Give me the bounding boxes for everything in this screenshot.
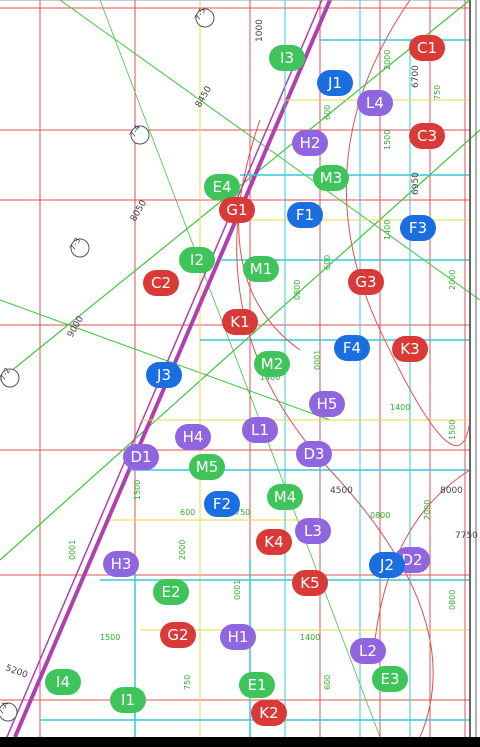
marker-g3[interactable]: G3: [348, 269, 384, 295]
marker-i3[interactable]: I3: [269, 45, 305, 71]
marker-c1[interactable]: C1: [409, 35, 445, 61]
marker-h5[interactable]: H5: [309, 391, 345, 417]
marker-h4[interactable]: H4: [175, 424, 211, 450]
drawing-number: 600: [323, 105, 332, 120]
drawing-number: 1500: [383, 130, 392, 150]
marker-k3[interactable]: K3: [392, 336, 428, 362]
marker-i4[interactable]: I4: [45, 669, 81, 695]
marker-m1[interactable]: M1: [243, 256, 279, 282]
drawing-number: 750: [235, 508, 250, 517]
drawing-number: 750: [433, 85, 442, 100]
marker-m2[interactable]: M2: [254, 351, 290, 377]
drawing-number: 2000: [178, 540, 187, 560]
marker-c3[interactable]: C3: [409, 123, 445, 149]
marker-e4[interactable]: E4: [204, 174, 240, 200]
axis-line-diagonal: [0, 129, 480, 561]
marker-k2[interactable]: K2: [251, 700, 287, 726]
marker-l1[interactable]: L1: [242, 417, 278, 443]
dimension-label: 9000: [66, 314, 86, 339]
marker-c2[interactable]: C2: [143, 270, 179, 296]
dimension-label: 8000: [440, 486, 463, 496]
axis-bubble: [195, 8, 215, 28]
marker-l2[interactable]: L2: [350, 638, 386, 664]
marker-j3[interactable]: J3: [146, 362, 182, 388]
drawing-number: 1400: [260, 373, 280, 382]
axis-line-diagonal: [99, 0, 381, 737]
marker-f3[interactable]: F3: [400, 215, 436, 241]
bottom-black-bar: [0, 737, 480, 747]
drawing-number: 1500: [448, 420, 457, 440]
marker-l4[interactable]: L4: [357, 90, 393, 116]
drawing-number: 1500: [133, 480, 142, 500]
marker-f1[interactable]: F1: [287, 202, 323, 228]
arc-line: [236, 119, 434, 737]
axis-line-diagonal: [0, 299, 331, 421]
axis-bubble: [70, 238, 90, 258]
marker-g1[interactable]: G1: [219, 197, 255, 223]
drawing-number: 0800: [293, 280, 302, 300]
marker-f2[interactable]: F2: [204, 491, 240, 517]
drawing-number: 600: [323, 675, 332, 690]
marker-e2[interactable]: E2: [153, 579, 189, 605]
axis-bubble: [130, 125, 150, 145]
dimension-label: 8050: [129, 198, 149, 223]
marker-m5[interactable]: M5: [189, 454, 225, 480]
marker-k1[interactable]: K1: [222, 309, 258, 335]
drawing-number: 1400: [383, 220, 392, 240]
marker-l3[interactable]: L3: [295, 518, 331, 544]
marker-k5[interactable]: K5: [292, 570, 328, 596]
marker-i2[interactable]: I2: [179, 247, 215, 273]
marker-d3[interactable]: D3: [296, 441, 332, 467]
drawing-number: 0001: [313, 350, 322, 370]
dimension-label: 7750: [455, 531, 478, 541]
drawing-number: 1500: [100, 633, 120, 642]
marker-i1[interactable]: I1: [110, 687, 146, 713]
marker-m4[interactable]: M4: [267, 484, 303, 510]
marker-j2[interactable]: J2: [369, 552, 405, 578]
dimension-label: 6700: [411, 65, 421, 88]
dimension-label: 8450: [194, 84, 214, 109]
marker-h3[interactable]: H3: [103, 551, 139, 577]
drawing-number: 750: [183, 675, 192, 690]
drawing-number: 2000: [448, 270, 457, 290]
drawing-number: 600: [323, 255, 332, 270]
axis-bubble: [0, 702, 18, 722]
arc-line: [345, 0, 471, 447]
marker-m3[interactable]: M3: [313, 165, 349, 191]
marker-j1[interactable]: J1: [317, 70, 353, 96]
drawing-number: 2000: [423, 500, 432, 520]
drawing-number: 600: [180, 508, 195, 517]
drawing-number: 0001: [233, 580, 242, 600]
marker-k4[interactable]: K4: [256, 529, 292, 555]
drawing-number: 0001: [68, 540, 77, 560]
drawing-number: 0800: [448, 590, 457, 610]
arc-line: [374, 469, 471, 641]
marker-g2[interactable]: G2: [160, 622, 196, 648]
drawing-number: 1400: [300, 633, 320, 642]
drawing-number: 0800: [370, 511, 390, 520]
dimension-label: 6950: [411, 172, 421, 195]
axis-bubble: [0, 368, 20, 388]
dimension-label: 1000: [255, 19, 265, 42]
marker-f4[interactable]: F4: [334, 335, 370, 361]
marker-d1[interactable]: D1: [123, 444, 159, 470]
axis-label: 7-A: [0, 700, 11, 716]
dimension-label: 5200: [4, 663, 29, 680]
marker-h2[interactable]: H2: [292, 130, 328, 156]
marker-h1[interactable]: H1: [220, 624, 256, 650]
arc-line: [238, 199, 301, 351]
drawing-number: 1400: [390, 403, 410, 412]
drawing-number: 2000: [383, 50, 392, 70]
marker-e3[interactable]: E3: [372, 666, 408, 692]
dimension-label: 4500: [330, 486, 353, 496]
marker-e1[interactable]: E1: [239, 672, 275, 698]
